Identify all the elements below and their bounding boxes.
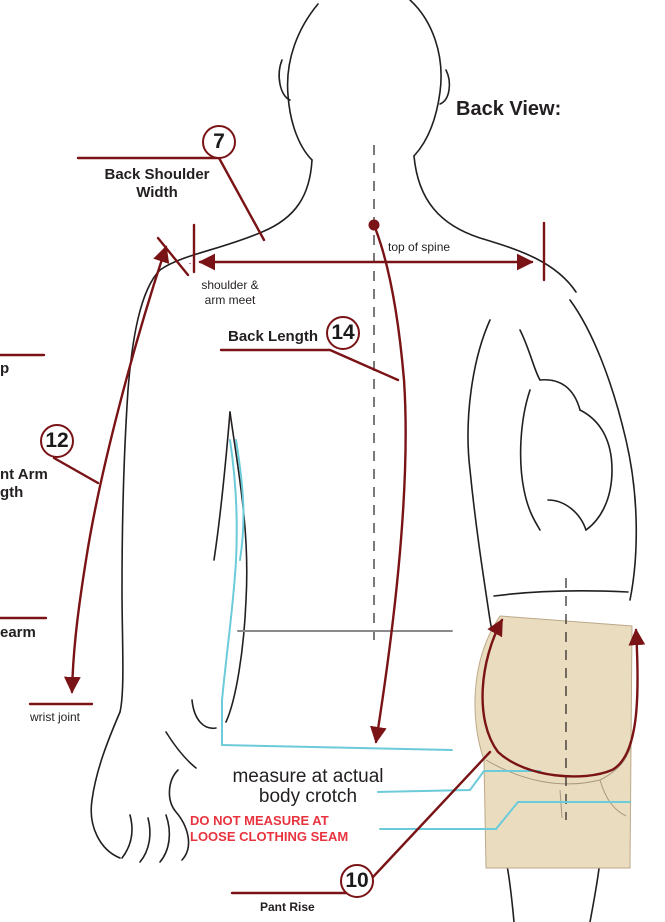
back-shoulder-width-line-1: Back Shoulder [80,166,234,184]
do-not-measure-warning: DO NOT MEASURE AT LOOSE CLOTHING SEAM [190,813,348,845]
marker-7: 7 [202,125,236,159]
measure-crotch-label: measure at actual body crotch [228,767,388,807]
arm-length-label: nt Arm gth [0,466,48,502]
shoulder-arm-meet-line-1: shoulder & [190,278,270,293]
back-shoulder-width-line-2: Width [80,184,234,202]
pants-shape [475,616,632,868]
shoulder-arm-meet-line-2: arm meet [190,293,270,308]
page-title: Back View: [456,98,561,121]
arm-length-line-1: nt Arm [0,466,48,484]
top-left-partial-label: p [0,360,9,378]
do-not-measure-line-1: DO NOT MEASURE AT [190,813,348,829]
back-length-line [374,225,406,742]
measure-crotch-line-2: body crotch [228,787,388,807]
pant-rise-label: Pant Rise [260,900,315,914]
wrist-joint-label: wrist joint [30,710,80,725]
top-of-spine-label: top of spine [388,240,450,255]
arm-length-line-2: gth [0,484,48,502]
back-shoulder-width-label: Back Shoulder Width [80,166,234,202]
do-not-measure-line-2: LOOSE CLOTHING SEAM [190,829,348,845]
measure-crotch-line-1: measure at actual [228,767,388,787]
back-length-label: Back Length [228,328,318,346]
forearm-label: earm [0,624,36,642]
marker-12: 12 [40,424,74,458]
marker-14: 14 [326,316,360,350]
marker-10: 10 [340,864,374,898]
arm-length-line [72,247,166,692]
shoulder-arm-meet-label: shoulder & arm meet [190,278,270,308]
